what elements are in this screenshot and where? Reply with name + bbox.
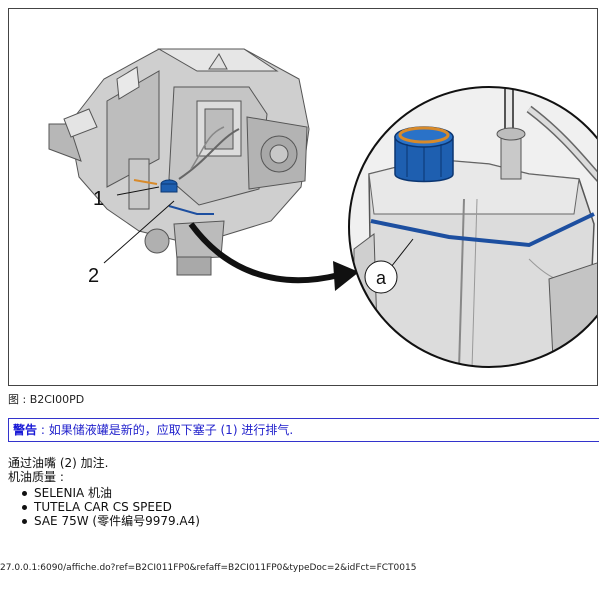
instructions: 通过油嘴 (2) 加注. 机油质量 : SELENIA 机油 TUTELA CA…: [8, 456, 200, 528]
warning-label: 警告: [13, 423, 38, 437]
zoom-arrow: [188, 222, 340, 284]
warning-text: : 如果储液罐是新的，应取下塞子 (1) 进行排气.: [37, 423, 294, 437]
page-url: 27.0.0.1:6090/affiche.do?ref=B2CI011FP0&…: [0, 563, 417, 573]
gearbox-illustration: 1 2: [48, 48, 597, 368]
list-item: SAE 75W (零件编号9979.A4): [22, 514, 200, 528]
figure-caption: 图 : B2CI00PD: [8, 393, 85, 406]
warning-box: 警告 : 如果储液罐是新的，应取下塞子 (1) 进行排气.: [8, 418, 599, 442]
callout-2: 2: [88, 265, 99, 287]
list-item: SELENIA 机油: [22, 486, 200, 500]
fill-instruction: 通过油嘴 (2) 加注.: [8, 456, 109, 470]
small-marker-line: [168, 205, 214, 215]
figure-frame: 1 2: [8, 8, 598, 386]
small-reservoir-cap: [133, 179, 178, 193]
zoom-detail: [349, 87, 597, 367]
list-item: TUTELA CAR CS SPEED: [22, 500, 200, 514]
oil-quality-list: SELENIA 机油 TUTELA CAR CS SPEED SAE 75W (…: [8, 486, 200, 528]
gearbox-drawing: [48, 48, 310, 276]
reservoir-cap: [394, 126, 454, 183]
callout-a: a: [376, 268, 387, 288]
oil-quality-title: 机油质量 :: [8, 470, 64, 484]
callout-1: 1: [93, 188, 104, 210]
